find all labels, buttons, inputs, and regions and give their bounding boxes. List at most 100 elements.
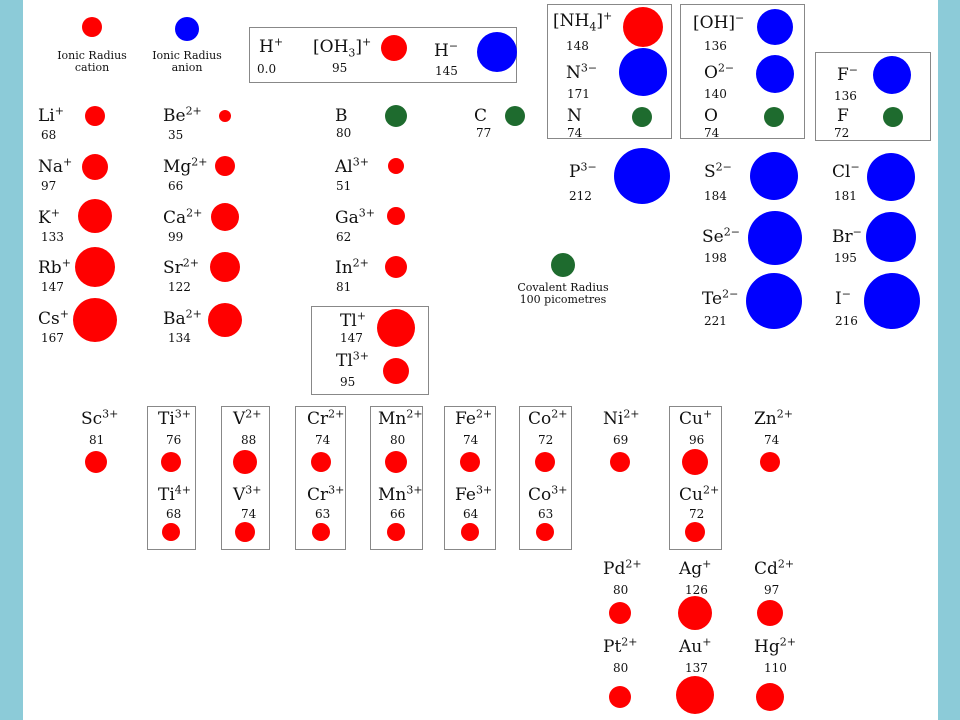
v2-plus-radius-value: 88: [241, 433, 257, 447]
mg2-plus-charge: 2+: [191, 155, 208, 169]
i-minus-radius-value: 216: [835, 314, 858, 328]
cr3-plus-radius-value: 63: [315, 507, 331, 521]
te2-minus-radius-value: 221: [704, 314, 727, 328]
i-minus-charge: −: [841, 287, 851, 301]
legend-covalent-ball: [551, 253, 575, 277]
cl-minus-element: Cl: [832, 162, 851, 182]
b-symbol: B: [335, 107, 348, 125]
oh3-plus-ball: [381, 35, 407, 61]
se2-minus-charge: 2−: [723, 225, 740, 239]
ti4-plus-radius-value: 68: [166, 507, 182, 521]
ti3-plus-charge: 3+: [174, 407, 191, 421]
fe2-plus-ball: [460, 452, 480, 472]
s2-minus-element: S: [704, 162, 716, 182]
cu2-plus-element: Cu: [679, 485, 703, 505]
pt2-plus-charge: 2+: [621, 635, 638, 649]
s2-minus-ball: [750, 152, 798, 200]
ag-plus-charge: +: [702, 557, 712, 571]
fe2-plus-element: Fe: [455, 409, 476, 429]
au-plus-radius-value: 137: [685, 661, 708, 675]
au-plus-symbol: Au+: [679, 636, 711, 656]
ti3-plus-ball: [161, 452, 181, 472]
o2-minus-radius-value: 140: [704, 87, 727, 101]
iron-box: [444, 406, 496, 550]
legend-anion-sub: anion: [171, 61, 203, 74]
ag-plus-symbol: Ag+: [679, 557, 712, 579]
oh-minus-symbol: [OH]−: [693, 12, 744, 32]
hg2-plus-symbol: Hg2+: [754, 635, 796, 657]
li-plus-radius-value: 68: [41, 128, 57, 142]
h-plus-radius-value: 0.0: [257, 62, 277, 76]
k-plus-symbol: K+: [38, 207, 60, 228]
mg2-plus-radius-value: 66: [168, 179, 184, 193]
ti4-plus-element: Ti: [158, 485, 175, 505]
ga3-plus-ball: [387, 207, 405, 225]
cs-plus-radius-value: 167: [41, 331, 64, 345]
oh-minus-radius-value: 136: [704, 39, 727, 53]
rb-plus-radius-value: 147: [41, 280, 64, 294]
ca2-plus-ball: [211, 203, 239, 231]
cs-plus-ball: [73, 298, 117, 342]
legend-cation-title: Ionic Radius: [57, 49, 127, 62]
cl-minus-radius-value: 181: [834, 189, 857, 203]
br-minus-symbol: Br−: [832, 226, 862, 246]
b-radius-value: 80: [336, 126, 352, 140]
ga3-plus-radius-value: 62: [336, 230, 352, 244]
h-minus-ball: [477, 32, 517, 72]
p3-minus-symbol: P3−: [569, 161, 597, 181]
legend-anion-label: Ionic Radius anion: [142, 50, 232, 74]
v3-plus-symbol: V3+: [233, 484, 262, 504]
mn3-plus-charge: 3+: [406, 483, 423, 497]
pd2-plus-ball: [609, 602, 631, 624]
mn2-plus-charge: 2+: [406, 407, 423, 421]
cu2-plus-symbol: Cu2+: [679, 484, 719, 505]
rb-plus-element: Rb: [38, 258, 62, 278]
fe2-plus-charge: 2+: [475, 407, 493, 421]
li-plus-element: Li: [38, 106, 55, 126]
zn2-plus-element: Zn: [754, 409, 777, 429]
n-radius-value: 74: [567, 126, 583, 140]
mn2-plus-symbol: Mn2+: [378, 407, 423, 428]
cr3-plus-symbol: Cr3+: [307, 484, 344, 504]
s2-minus-radius-value: 184: [704, 189, 727, 203]
chromium-box: [295, 406, 346, 550]
mn3-plus-element: Mn: [378, 485, 407, 505]
ba2-plus-symbol: Ba2+: [163, 308, 202, 328]
mg2-plus-symbol: Mg2+: [163, 155, 208, 176]
f-ball: [883, 107, 903, 127]
fluorine-box: [815, 52, 931, 141]
nh4-plus-symbol: [NH4]+: [553, 10, 612, 32]
oh3-plus-subscript: 3: [348, 46, 356, 60]
hg2-plus-charge: 2+: [779, 635, 796, 649]
se2-minus-radius-value: 198: [704, 251, 727, 265]
cr2-plus-element: Cr: [307, 409, 329, 429]
te2-minus-element: Te: [702, 289, 723, 309]
legend-anion-ball: [175, 17, 199, 41]
ag-plus-element: Ag: [679, 559, 703, 579]
n-element: N: [567, 106, 582, 126]
f-minus-charge: −: [848, 63, 859, 77]
br-minus-radius-value: 195: [834, 251, 857, 265]
v2-plus-element: V: [233, 409, 246, 429]
hg2-plus-radius-value: 110: [764, 661, 787, 675]
al3-plus-symbol: Al3+: [335, 156, 369, 176]
v3-plus-radius-value: 74: [241, 507, 257, 521]
hg2-plus-element: Hg: [754, 637, 780, 657]
sr2-plus-ball: [210, 252, 240, 282]
co2-plus-radius-value: 72: [538, 433, 554, 447]
ba2-plus-ball: [208, 303, 242, 337]
te2-minus-ball: [746, 273, 802, 329]
ti3-plus-element: Ti: [158, 409, 175, 429]
in2-plus-charge: 2+: [352, 256, 369, 270]
cu-plus-charge: +: [702, 407, 713, 421]
legend-covalent-sub: 100 picometres: [519, 293, 607, 306]
sc3-plus-radius-value: 81: [89, 433, 105, 447]
f-radius-value: 72: [834, 126, 850, 140]
pt2-plus-element: Pt: [603, 637, 622, 657]
n3-minus-symbol: N3−: [566, 62, 597, 82]
ca2-plus-element: Ca: [163, 208, 187, 228]
k-plus-element: K: [38, 208, 51, 228]
tl3-plus-element: Tl: [336, 351, 353, 371]
titanium-box: [147, 406, 196, 550]
co3-plus-element: Co: [528, 485, 552, 505]
